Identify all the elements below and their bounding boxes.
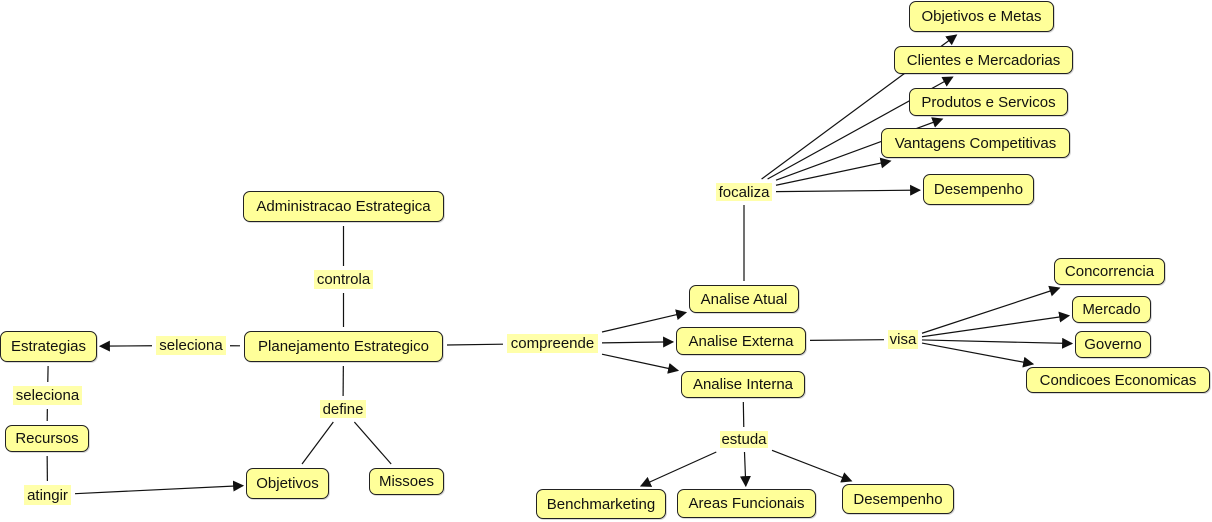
link-atingir[interactable]: atingir	[24, 485, 71, 505]
concept-administracao-estrategica[interactable]: Administracao Estrategica	[243, 191, 444, 222]
concept-objetivos[interactable]: Objetivos	[246, 468, 329, 499]
link-estuda[interactable]: estuda	[720, 431, 768, 448]
concept-analise-atual[interactable]: Analise Atual	[689, 285, 799, 313]
concept-analise-externa[interactable]: Analise Externa	[676, 327, 806, 355]
edge-visa-merc	[921, 311, 1071, 338]
edge-visa-conc	[921, 285, 1061, 334]
edge-compreende-atual	[601, 309, 688, 333]
edge-focaliza-des1	[775, 184, 922, 196]
link-focaliza[interactable]: focaliza	[716, 183, 772, 201]
concept-mercado[interactable]: Mercado	[1072, 296, 1151, 323]
edge-compreende-int	[601, 353, 680, 374]
concept-concorrencia[interactable]: Concorrencia	[1054, 258, 1165, 285]
edge-estuda-des2	[771, 449, 853, 483]
link-controla[interactable]: controla	[314, 270, 373, 289]
concept-governo[interactable]: Governo	[1075, 331, 1151, 358]
link-define[interactable]: define	[320, 400, 366, 418]
concept-desempenho-focaliza[interactable]: Desempenho	[923, 174, 1034, 205]
edge-visa-cond	[921, 342, 1035, 368]
edge-compreende-ext	[601, 336, 675, 348]
concept-produtos-e-servicos[interactable]: Produtos e Servicos	[909, 88, 1068, 116]
edge-visa-gov	[921, 337, 1074, 349]
link-compreende[interactable]: compreende	[507, 334, 598, 353]
edge-focaliza-vant	[775, 157, 892, 186]
concept-vantagens-competitivas[interactable]: Vantagens Competitivas	[881, 128, 1070, 158]
concept-objetivos-e-metas[interactable]: Objetivos e Metas	[909, 1, 1054, 32]
concept-benchmarketing[interactable]: Benchmarketing	[536, 489, 666, 519]
edge-estuda-bench	[639, 451, 717, 487]
concept-condicoes-economicas[interactable]: Condicoes Economicas	[1026, 367, 1210, 393]
concept-estrategias[interactable]: Estrategias	[0, 331, 97, 362]
link-visa[interactable]: visa	[888, 330, 918, 349]
concept-planejamento-estrategico[interactable]: Planejamento Estrategico	[244, 331, 443, 362]
link-seleciona-estrategias[interactable]: seleciona	[156, 336, 226, 355]
concept-missoes[interactable]: Missoes	[369, 468, 444, 495]
edge-ext-visa	[809, 339, 885, 341]
concept-areas-funcionais[interactable]: Areas Funcionais	[677, 489, 816, 518]
edge-define-mis	[353, 421, 392, 465]
concept-analise-interna[interactable]: Analise Interna	[681, 371, 805, 398]
edge-atingir-obj	[74, 480, 245, 495]
concept-clientes-e-mercadorias[interactable]: Clientes e Mercadorias	[894, 46, 1073, 74]
edge-plan-compreende	[446, 343, 504, 346]
edge-estuda-areas	[739, 451, 751, 488]
link-seleciona-recursos[interactable]: seleciona	[13, 386, 82, 405]
edge-define-obj	[301, 421, 334, 465]
concept-recursos[interactable]: Recursos	[5, 425, 89, 452]
concept-desempenho-estuda[interactable]: Desempenho	[842, 484, 954, 514]
